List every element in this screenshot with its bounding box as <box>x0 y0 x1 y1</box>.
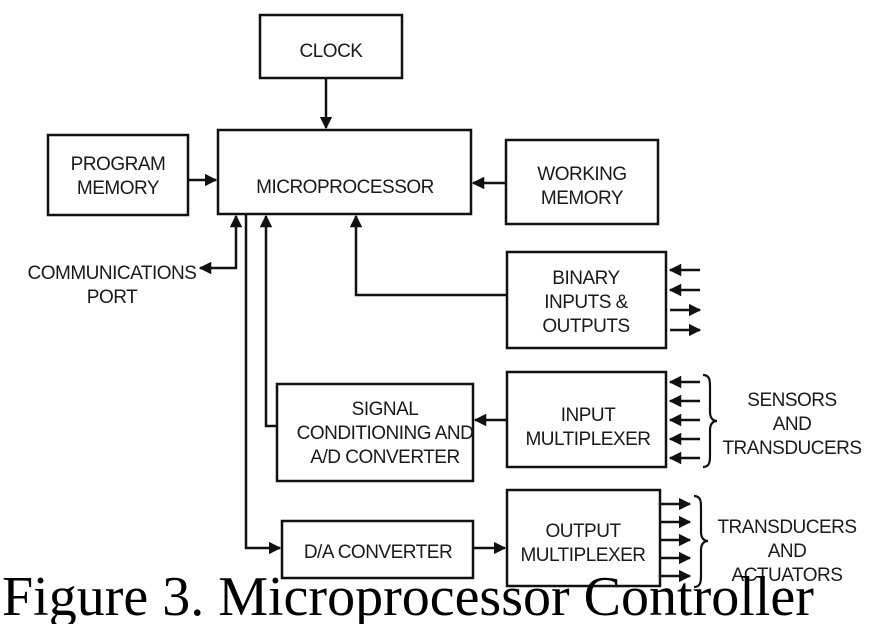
sensors-transducers-label: SENSORS AND TRANSDUCERS <box>722 390 862 459</box>
output-multiplexer-block <box>505 488 662 588</box>
label-line: AND <box>768 541 807 562</box>
communications-port-label: COMMUNICATIONS PORT <box>28 263 197 308</box>
working-memory-label: WORKING MEMORY <box>537 164 627 209</box>
microprocessor-label: MICROPROCESSOR <box>256 177 434 198</box>
binary-io-block <box>505 250 668 350</box>
program-memory-block <box>46 133 190 217</box>
label-line: CONDITIONING AND <box>297 423 474 444</box>
label-line: OUTPUT <box>545 521 621 542</box>
input-multiplexer-block <box>505 370 668 469</box>
label-line: TRANSDUCERS <box>717 517 856 538</box>
label-line: PORT <box>87 287 138 308</box>
sensors-brace <box>702 373 718 469</box>
clock-label: CLOCK <box>300 41 364 62</box>
label-line: MICROPROCESSOR <box>256 177 434 198</box>
label-line: WORKING <box>537 164 626 185</box>
label-line: MEMORY <box>77 178 160 199</box>
program-memory-label: PROGRAM MEMORY <box>71 154 166 199</box>
label-line: A/D CONVERTER <box>310 447 459 468</box>
label-line: SIGNAL <box>352 399 419 420</box>
label-line: OUTPUTS <box>542 316 629 337</box>
working-memory-block <box>504 138 660 226</box>
transducers-actuators-label: TRANSDUCERS AND ACTUATORS <box>717 517 857 586</box>
label-line: TRANSDUCERS <box>722 438 861 459</box>
ad-converter-to-microprocessor-arrow <box>259 214 277 428</box>
binary-io-label: BINARY INPUTS & OUTPUTS <box>542 268 630 337</box>
output-multiplexer-label: OUTPUT MULTIPLEXER <box>520 521 646 566</box>
label-line: AND <box>773 414 812 435</box>
label-line: COMMUNICATIONS <box>28 263 197 284</box>
label-line: BINARY <box>552 268 620 289</box>
microprocessor-to-da-converter-arrow <box>244 214 282 555</box>
label-line: INPUT <box>561 405 616 426</box>
input-multiplexer-label: INPUT MULTIPLEXER <box>525 405 651 450</box>
figure-caption: Figure 3. Microprocessor Controller <box>2 566 814 624</box>
da-converter-block <box>280 519 475 580</box>
label-line: SENSORS <box>747 390 836 411</box>
actuators-brace <box>693 494 709 589</box>
microprocessor-block <box>216 128 473 216</box>
label-line: PROGRAM <box>71 154 166 175</box>
da-converter-label: D/A CONVERTER <box>304 542 453 563</box>
signal-conditioning-block <box>275 382 475 483</box>
label-line: ACTUATORS <box>732 565 843 586</box>
signal-conditioning-label: SIGNAL CONDITIONING AND A/D CONVERTER <box>297 399 474 468</box>
label-line: CLOCK <box>300 41 364 62</box>
label-line: MULTIPLEXER <box>525 429 650 450</box>
label-line: MEMORY <box>541 188 624 209</box>
clock-block <box>258 13 404 80</box>
label-line: INPUTS & <box>544 292 628 313</box>
label-line: D/A CONVERTER <box>304 542 452 563</box>
communications-port-link <box>198 214 243 275</box>
binary-io-to-microprocessor-arrow <box>349 214 507 297</box>
label-line: MULTIPLEXER <box>520 545 645 566</box>
